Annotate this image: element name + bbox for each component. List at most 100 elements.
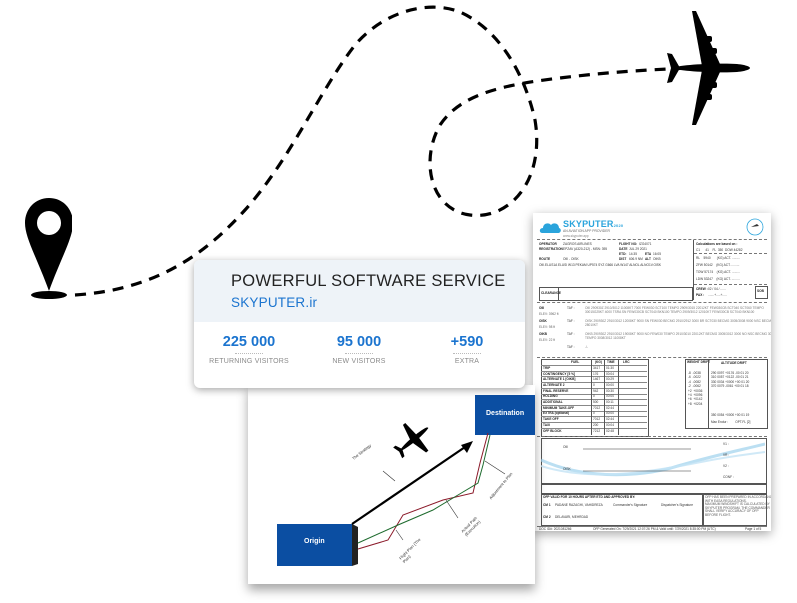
stat-value: +590 bbox=[450, 334, 484, 350]
registration-value: EPZAV (A320-212) - MSN: 395 bbox=[563, 247, 608, 251]
fuel-cell-time: 00:29 bbox=[606, 377, 614, 382]
fuel-cell-label: TAXI bbox=[543, 422, 551, 427]
fuel-row-divider bbox=[541, 370, 647, 372]
operator-label: OPERATOR bbox=[539, 242, 557, 246]
fuel-cell-time: 00:04 bbox=[606, 371, 614, 376]
fuel-cell-kg: 7012 bbox=[593, 405, 601, 410]
fuel-row-divider bbox=[541, 410, 647, 412]
stat-value: 225 000 bbox=[222, 334, 276, 350]
card-subtitle-link[interactable]: SKYPUTER.ir bbox=[231, 295, 318, 310]
doc-id: DOC ID#: 2021081266 bbox=[539, 527, 572, 531]
fuel-cell-label: HOLDING bbox=[543, 394, 558, 399]
fuel-row-divider bbox=[541, 404, 647, 406]
fuel-row-divider bbox=[541, 422, 647, 423]
airplane-icon bbox=[393, 422, 429, 459]
ofp-website: www.skyputer.app bbox=[563, 234, 589, 238]
stats-card-header bbox=[194, 260, 525, 322]
stat-divider bbox=[345, 353, 373, 354]
flight-strategy-diagram: Origin Destination The Strategy Flight P… bbox=[248, 385, 535, 584]
stat-value: 95 000 bbox=[336, 334, 382, 350]
fuel-row-divider bbox=[541, 393, 647, 395]
fuel-row-divider bbox=[541, 427, 647, 429]
fuel-row-divider bbox=[541, 365, 647, 366]
stats-card: POWERFUL SOFTWARE SERVICE SKYPUTER.ir 22… bbox=[194, 260, 525, 388]
fuel-cell-kg: 7212 bbox=[593, 428, 601, 433]
card-title: POWERFUL SOFTWARE SERVICE bbox=[231, 272, 506, 290]
stat-label: RETURNING VISITORS bbox=[209, 358, 289, 365]
cm1-name: PADANE RAZAGHI, VAHIDREZA bbox=[555, 503, 603, 507]
page-indicator: Page 1 of 5 bbox=[745, 527, 762, 531]
fuel-row-divider bbox=[541, 387, 647, 389]
ofp-tagline: AN AVIATION APP PROVIDER bbox=[563, 229, 610, 233]
ofp-brand: SKYPUTER2020 bbox=[563, 219, 624, 229]
fuel-row-divider bbox=[541, 376, 647, 378]
crew-label: CREW : bbox=[696, 287, 708, 291]
pax-label: PAX : bbox=[696, 293, 705, 297]
fuel-row-divider bbox=[541, 416, 647, 418]
fuel-cell-kg: 1467 bbox=[593, 377, 601, 382]
flight-no-value: IZG4071 bbox=[639, 242, 652, 246]
map-pin-icon bbox=[25, 198, 72, 299]
destination-label: Destination bbox=[486, 410, 525, 417]
ofp-document: SKYPUTER2020 AN AVIATION APP PROVIDER ww… bbox=[533, 213, 771, 531]
operator-value: ZAGROS AIRLINES bbox=[563, 242, 592, 246]
clearance-label: CLEARANCE bbox=[541, 291, 562, 295]
date-value: JUL 29 2021 bbox=[629, 247, 647, 251]
fuel-cell-label: TRIP bbox=[543, 365, 551, 370]
fuel-cell-label: MINIMUM TAKE-OFF bbox=[543, 405, 575, 410]
fuel-cell-kg: 176 bbox=[593, 371, 599, 376]
fuel-cell-time: 02:44 bbox=[606, 417, 614, 422]
date-label: DATE bbox=[619, 247, 628, 251]
airplane-icon bbox=[667, 11, 750, 125]
fuel-cell-time: 02:48 bbox=[606, 428, 614, 433]
stat-extra: +590 EXTRA bbox=[412, 334, 522, 365]
ofp-profile-swoosh bbox=[541, 442, 765, 477]
etd-value: 14:35 bbox=[629, 252, 637, 256]
origin-label: Origin bbox=[304, 538, 325, 545]
fuel-cell-time: 00:00 bbox=[606, 411, 614, 416]
fuel-cell-kg: 0 bbox=[593, 394, 595, 399]
fuel-cell-time: 00:04 bbox=[606, 422, 614, 427]
fuel-cell-label: ADDITIONAL bbox=[543, 400, 563, 404]
stat-returning-visitors: 225 000 RETURNING VISITORS bbox=[194, 334, 304, 365]
fuel-cell-label: CONTINGENCY [5 %] bbox=[543, 371, 575, 376]
registration-label: REGISTRATION bbox=[539, 247, 563, 251]
eta-value: 16:05 bbox=[653, 252, 661, 256]
route-label: ROUTE bbox=[539, 257, 551, 261]
fuel-cell-kg: 942 bbox=[593, 388, 599, 393]
fuel-cell-kg: 3417 bbox=[593, 365, 601, 370]
calc-label: Calculations are based on : bbox=[696, 242, 738, 246]
dist-label: DIST bbox=[619, 257, 627, 261]
fuel-row-divider bbox=[541, 399, 647, 401]
stat-label: EXTRA bbox=[454, 358, 480, 365]
sob-label: SOB bbox=[757, 289, 764, 293]
cm2-name: DELAVARI, MEHRDAD bbox=[555, 515, 589, 519]
route-string: OIII.ELUS1A ELUSI W13 PEKAM UP574 SYZ G6… bbox=[539, 263, 662, 267]
route-value: OIII - OISK bbox=[563, 257, 579, 261]
flight-no-label: FLIGHT NO: bbox=[619, 242, 638, 246]
generated-timestamp: OFP Generated On: 7/29/2021 12:07:26 PM … bbox=[593, 527, 716, 531]
fuel-cell-label: OFF BLOCK bbox=[543, 428, 562, 433]
fuel-cell-time: 00:11 bbox=[606, 400, 614, 404]
eta-label: ETA bbox=[645, 252, 652, 256]
fuel-cell-label: ALTERNATE 2 bbox=[543, 382, 565, 387]
alt-label: ALT bbox=[645, 257, 651, 261]
etd-label: ETD: bbox=[619, 252, 627, 256]
fuel-cell-label: ALTERNATE 1 [OIKB] bbox=[543, 377, 576, 382]
fuel-cell-kg: 0 bbox=[593, 382, 595, 387]
stat-new-visitors: 95 000 NEW VISITORS bbox=[304, 334, 414, 365]
strategy-diagram-svg bbox=[277, 395, 535, 566]
fuel-cell-kg: 7012 bbox=[593, 417, 601, 422]
fuel-cell-kg: 500 bbox=[593, 400, 599, 404]
fuel-cell-label: EXTRA (optional) bbox=[543, 411, 570, 416]
fuel-cell-label: TAKE OFF bbox=[543, 417, 559, 422]
stat-divider bbox=[235, 353, 263, 354]
fuel-cell-time: 01:30 bbox=[606, 365, 614, 370]
fuel-cell-time: 00:00 bbox=[606, 382, 614, 387]
fuel-cell-label: FINAL RESERVE bbox=[543, 388, 569, 393]
stat-label: NEW VISITORS bbox=[332, 358, 386, 365]
fuel-cell-kg: 200 bbox=[593, 422, 599, 427]
stat-divider bbox=[453, 353, 481, 354]
skyputer-logo-icon bbox=[539, 223, 561, 233]
